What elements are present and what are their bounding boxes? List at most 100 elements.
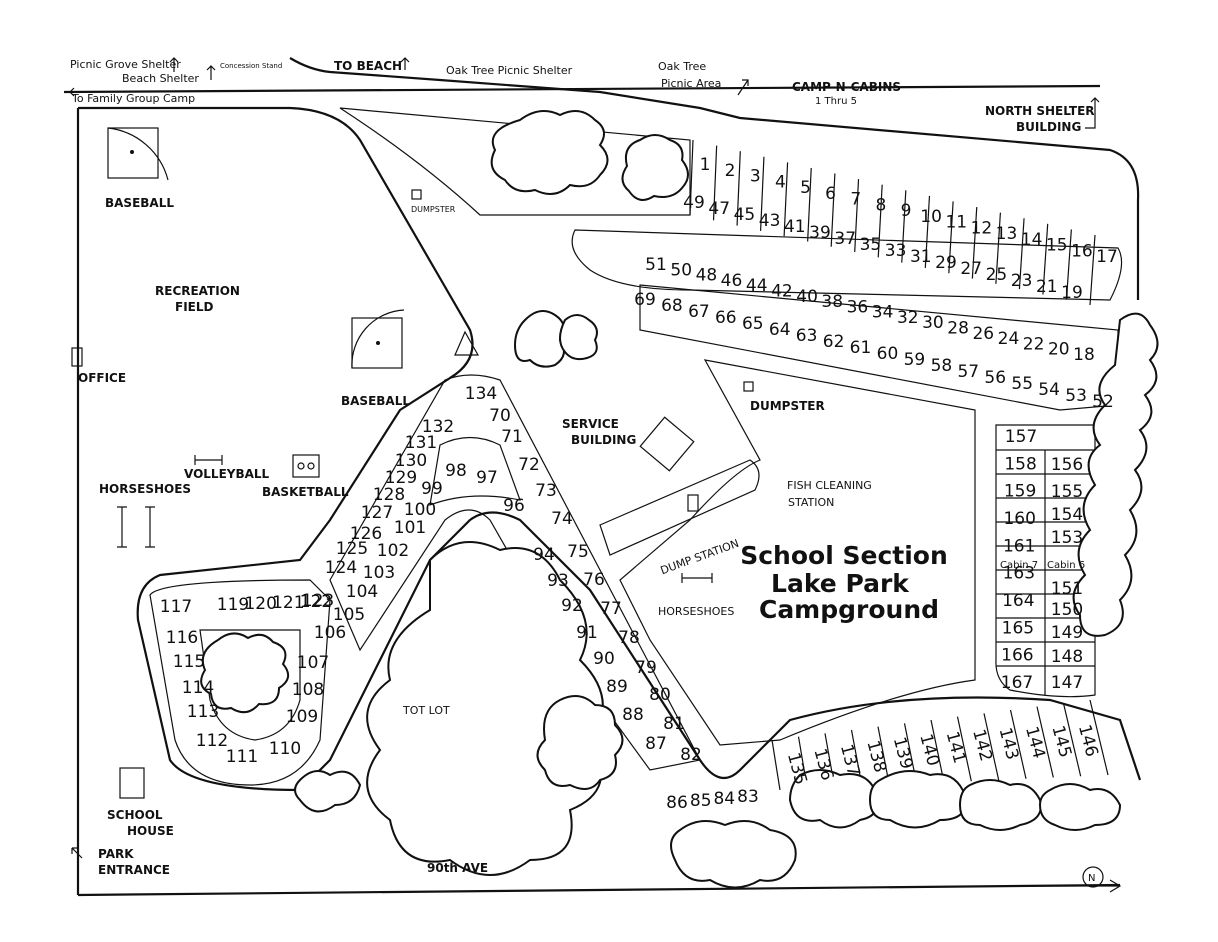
campsite-10: 10	[920, 207, 942, 227]
school-house-label-1: SCHOOL	[107, 808, 163, 822]
campsite-36: 36	[847, 297, 869, 317]
title-line-2: Lake Park	[771, 569, 910, 598]
campsite-140: 140	[915, 732, 943, 769]
north-compass	[1082, 866, 1104, 888]
oak-area-label-2: Picnic Area	[661, 77, 721, 90]
campsite-62: 62	[823, 332, 845, 352]
to-beach-label: TO BEACH	[334, 59, 402, 73]
campsite-7: 7	[850, 190, 861, 210]
campsite-15: 15	[1046, 236, 1068, 256]
triangle-marker	[454, 330, 480, 356]
title-line-1: School Section	[740, 541, 948, 570]
site-divider	[956, 716, 972, 782]
campsite-120: 120	[244, 594, 276, 614]
campsite-149: 149	[1051, 623, 1083, 643]
basketball-court	[292, 454, 320, 478]
picnic-grove-label: Picnic Grove Shelter	[70, 58, 181, 71]
north-shelter-label-1: NORTH SHELTER	[985, 104, 1095, 118]
campsite-104: 104	[346, 582, 378, 602]
campsite-156: 156	[1051, 455, 1083, 475]
dump-station-label: DUMP STATION	[659, 537, 741, 577]
campsite-92: 92	[561, 596, 583, 616]
site-divider	[736, 151, 741, 226]
campsite-55: 55	[1011, 374, 1033, 394]
campsite-98: 98	[445, 461, 467, 481]
campsite-109: 109	[286, 707, 318, 727]
campsite-47: 47	[708, 199, 730, 219]
campsite-121: 121	[272, 593, 304, 613]
park-entrance-label-2: ENTRANCE	[98, 863, 170, 877]
campsite-107: 107	[297, 653, 329, 673]
campsite-151: 151	[1051, 579, 1083, 599]
site-divider	[807, 167, 812, 242]
campsite-164: 164	[1002, 591, 1034, 611]
campsite-108: 108	[292, 680, 324, 700]
campsite-138: 138	[862, 738, 890, 775]
campsite-14: 14	[1021, 230, 1043, 250]
campsite-159: 159	[1004, 482, 1036, 502]
campsite-161: 161	[1003, 536, 1035, 556]
fish-cleaning-label-2: STATION	[788, 496, 834, 509]
campsite-56: 56	[984, 368, 1006, 388]
office-building	[71, 347, 83, 367]
campsite-139: 139	[889, 735, 917, 772]
fish-cleaning-strip	[599, 459, 760, 556]
recreation-label-2: FIELD	[175, 300, 214, 314]
campsite-155: 155	[1051, 482, 1083, 502]
horseshoe-pits-west	[117, 506, 155, 548]
campsite-11: 11	[945, 213, 967, 233]
site-divider	[1036, 706, 1054, 778]
campsite-23: 23	[1011, 271, 1033, 291]
campsite-78: 78	[618, 628, 640, 648]
campsite-128: 128	[373, 485, 405, 505]
dumpster-1-box	[411, 189, 422, 200]
campsite-166: 166	[1001, 646, 1033, 666]
site-divider	[983, 713, 1000, 781]
campsite-40: 40	[796, 287, 818, 307]
site-divider	[901, 190, 907, 263]
campsite-116: 116	[166, 628, 198, 648]
campsite-28: 28	[947, 319, 969, 339]
campsite-134: 134	[465, 384, 497, 404]
campsite-112: 112	[196, 731, 228, 751]
campsite-32: 32	[897, 308, 919, 328]
campsite-122: 122	[300, 592, 332, 612]
service-label-1: SERVICE	[562, 417, 619, 431]
campsite-125: 125	[336, 539, 368, 559]
campsite-86: 86	[666, 793, 688, 813]
volleyball-label: VOLLEYBALL	[184, 467, 270, 481]
campsite-142: 142	[968, 727, 996, 764]
campsite-45: 45	[734, 205, 756, 225]
campsite-75: 75	[567, 542, 589, 562]
campsite-111: 111	[226, 747, 258, 767]
campsite-29: 29	[935, 253, 957, 273]
campsite-146: 146	[1074, 722, 1102, 759]
campsite-113: 113	[187, 702, 219, 722]
horseshoes-label-2: HORSESHOES	[658, 605, 734, 618]
campsite-117: 117	[160, 597, 192, 617]
campsite-110: 110	[269, 739, 301, 759]
campsite-85: 85	[690, 791, 712, 811]
campsite-54: 54	[1038, 380, 1060, 400]
campsite-48: 48	[696, 266, 718, 286]
park-title: School Section Lake Park Campground	[740, 541, 948, 624]
campsite-26: 26	[972, 324, 994, 344]
campsite-25: 25	[986, 265, 1008, 285]
campsite-97: 97	[476, 468, 498, 488]
campsite-66: 66	[715, 308, 737, 328]
campsite-44: 44	[746, 276, 768, 296]
campsite-115: 115	[173, 652, 205, 672]
campsite-53: 53	[1065, 386, 1087, 406]
office-label: OFFICE	[78, 371, 126, 385]
site-divider	[1089, 699, 1109, 776]
site-divider	[712, 145, 718, 221]
site-divider	[759, 156, 765, 231]
campsite-46: 46	[721, 271, 743, 291]
campsite-43: 43	[759, 211, 781, 231]
campsite-101: 101	[394, 518, 426, 538]
campsite-105: 105	[333, 605, 365, 625]
campsite-103: 103	[363, 563, 395, 583]
campsite-124: 124	[325, 558, 357, 578]
campsite-76: 76	[583, 570, 605, 590]
site-divider	[771, 739, 781, 791]
